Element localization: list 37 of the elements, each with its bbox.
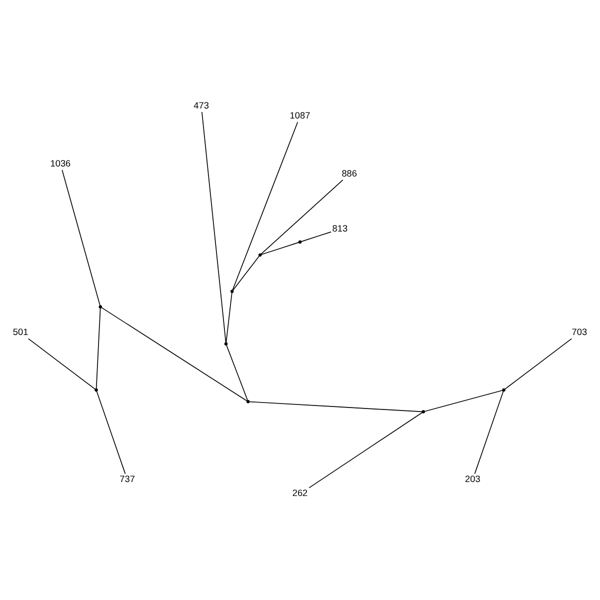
node-text: 737 [120,474,135,484]
node-text: 262 [292,488,308,498]
node-text: 473 [194,100,209,110]
connector [260,180,344,254]
node-point [422,410,425,414]
node-text: 501 [12,327,28,338]
connector [232,122,298,291]
connector [249,401,422,412]
connector [202,112,226,343]
node-text: 1036 [50,158,71,168]
node-point [258,253,262,257]
node-point [298,240,302,244]
node-point [98,305,102,308]
node-text: 886 [342,168,357,178]
connector [226,344,248,401]
connector [424,390,503,412]
connector [474,390,504,474]
node-text: 1087 [290,110,310,120]
node-text: 703 [572,327,588,338]
node-point [502,388,506,392]
node-point [230,290,234,293]
connector [261,242,300,255]
node-point [246,400,250,404]
node-point [224,342,228,346]
connector [96,308,101,390]
connector [28,338,96,390]
connector [232,256,260,290]
node-point [94,388,98,392]
node-text: 813 [332,223,348,234]
connector [96,390,126,474]
connector [101,307,248,402]
connector [308,412,423,488]
connector [504,338,572,390]
connector [62,170,100,306]
node-text: 203 [465,474,480,484]
connector [300,232,332,242]
connector [226,292,232,343]
